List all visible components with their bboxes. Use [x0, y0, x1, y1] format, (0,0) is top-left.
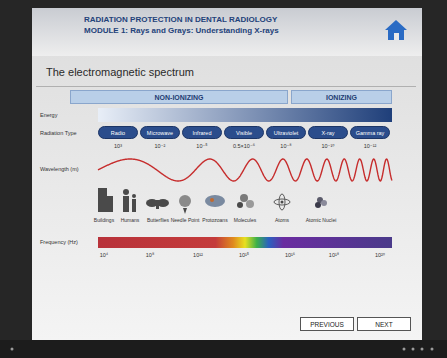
wavelength-value: 10⁻⁵	[196, 143, 207, 149]
scale-icons	[98, 188, 327, 214]
player-bar	[0, 340, 447, 358]
wavelength-value: 10⁻⁸	[280, 143, 291, 149]
row-label: Wavelength (m)	[40, 166, 79, 172]
header-band	[32, 8, 422, 56]
wavelength-value: 10³	[114, 143, 122, 149]
frequency-value: 10¹⁶	[285, 252, 295, 258]
row-label: Radiation Type	[40, 130, 77, 136]
slide-panel	[32, 8, 422, 340]
scale-label: Atomic Nuclei	[306, 218, 337, 224]
scale-label: Humans	[121, 218, 140, 224]
node-text: Visible	[236, 130, 252, 136]
band-box: IONIZING	[291, 90, 392, 104]
frequency-value: 10⁸	[146, 252, 154, 258]
header-text: MODULE 1: Rays and Grays: Understanding …	[84, 27, 279, 36]
radiation-pill: Gamma ray	[350, 126, 390, 139]
node-text: NEXT	[375, 321, 392, 328]
player-controls	[11, 348, 434, 351]
frequency-value: 10⁴	[100, 252, 108, 258]
nav-button: NEXT	[357, 317, 411, 331]
scale-label: Needle Point	[171, 218, 200, 224]
wavelength-value: 0.5×10⁻⁶	[233, 143, 255, 149]
header-text: RADIATION PROTECTION IN DENTAL RADIOLOGY	[84, 16, 277, 25]
row-label: Frequency (Hz)	[40, 239, 78, 245]
wavelength-value: 10⁻¹²	[364, 143, 377, 149]
node-text: Radio	[111, 130, 125, 136]
wave-line	[98, 159, 392, 181]
frequency-value: 10²⁰	[375, 252, 385, 258]
node-text: PREVIOUS	[310, 321, 344, 328]
radiation-pill: Microwave	[140, 126, 180, 139]
energy-gradient	[98, 108, 392, 122]
node-text: Gamma ray	[356, 130, 385, 136]
scale-label: Atoms	[275, 218, 289, 224]
scale-label: Buildings	[94, 218, 114, 224]
node-text: Infrared	[193, 130, 212, 136]
wavelength-value: 10⁻¹⁰	[321, 143, 334, 149]
frequency-value: 10¹⁵	[239, 252, 249, 258]
frequency-value: 10¹²	[193, 252, 203, 258]
wavelength-value: 10⁻²	[155, 143, 166, 149]
node-text: IONIZING	[326, 94, 357, 101]
radiation-pill: Ultraviolet	[266, 126, 306, 139]
radiation-pill: Radio	[98, 126, 138, 139]
frequency-bar	[98, 237, 392, 248]
node-text: NON-IONIZING	[155, 94, 204, 101]
node-text: Ultraviolet	[274, 130, 298, 136]
nav-button: PREVIOUS	[300, 317, 354, 331]
frequency-value: 10¹⁸	[329, 252, 339, 258]
node-text: X-ray	[321, 130, 334, 136]
radiation-pill: Visible	[224, 126, 264, 139]
row-label: Energy	[40, 112, 57, 118]
radiation-pill: Infrared	[182, 126, 222, 139]
scale-label: Butterflies	[147, 218, 169, 224]
band-box: NON-IONIZING	[70, 90, 288, 104]
slide-title: The electromagnetic spectrum	[46, 66, 194, 78]
scale-label: Protozoans	[202, 218, 227, 224]
home-icon	[385, 20, 407, 40]
scale-label: Molecules	[234, 218, 257, 224]
divider	[36, 86, 416, 87]
node-text: Microwave	[147, 130, 173, 136]
radiation-pill: X-ray	[308, 126, 348, 139]
